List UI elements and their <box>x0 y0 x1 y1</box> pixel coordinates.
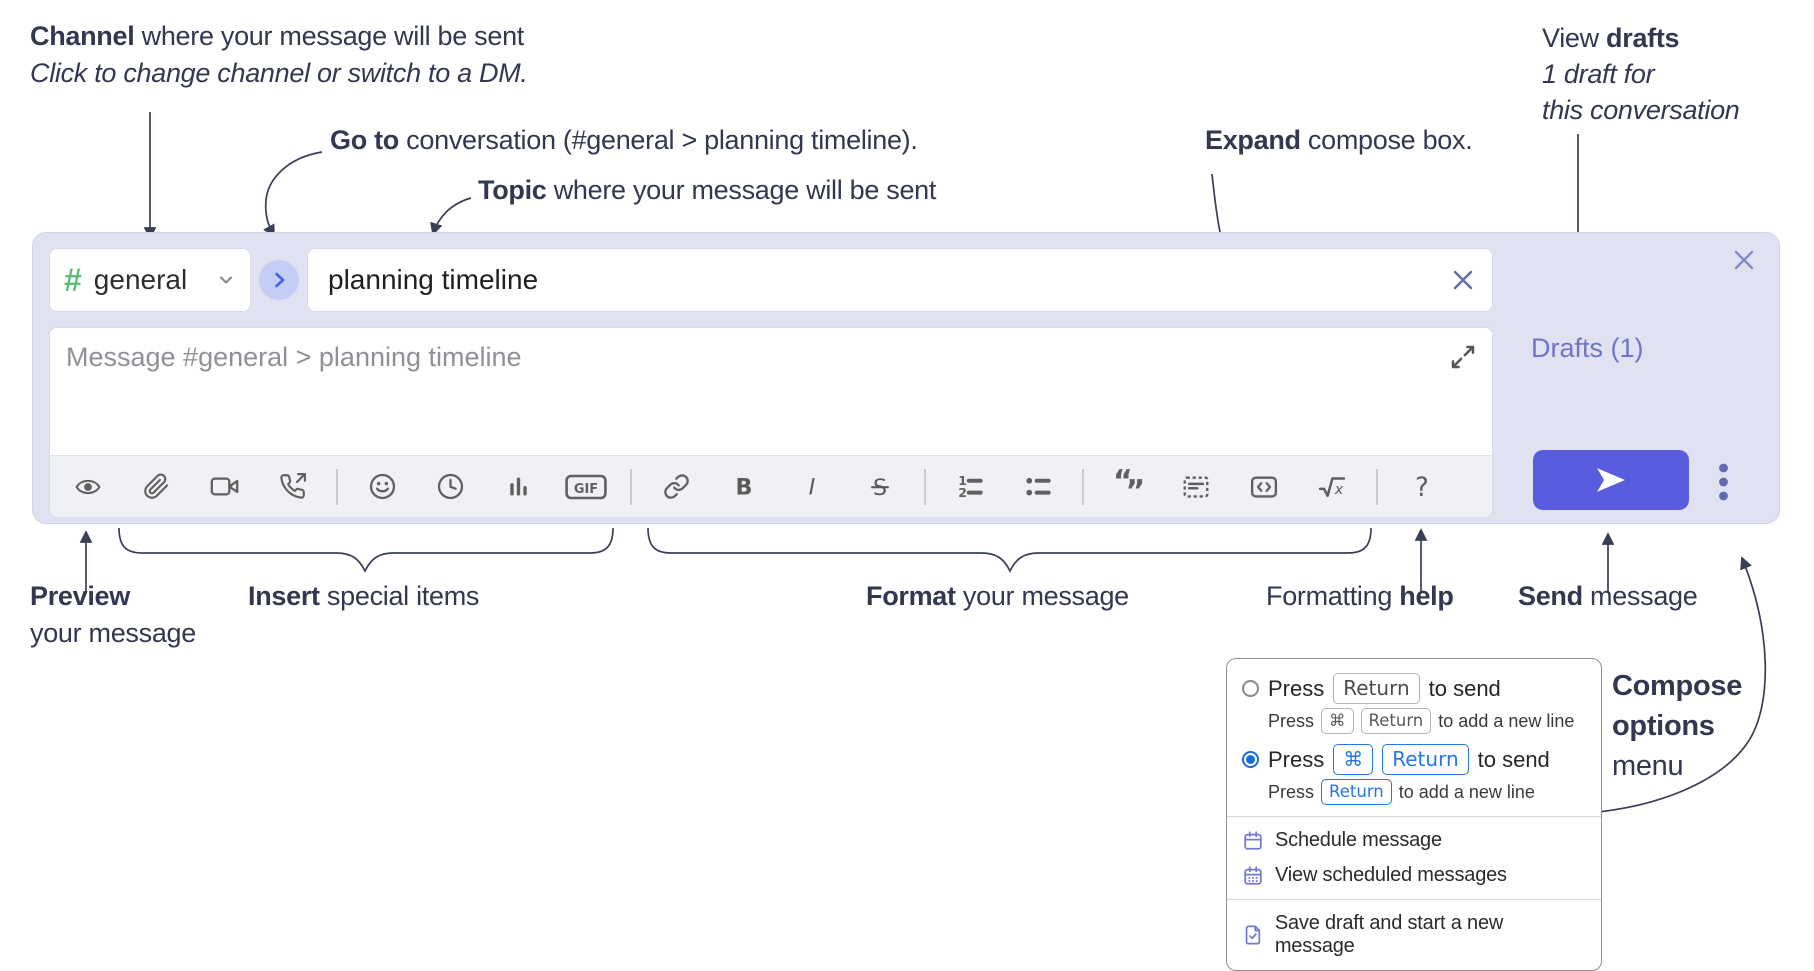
toolbar-divider <box>1082 468 1084 505</box>
svg-text:2: 2 <box>958 485 967 500</box>
send-plane-icon <box>1597 468 1625 492</box>
enter-sends-option-hint: Press ⌘ Return to add a new line <box>1227 706 1601 739</box>
vertical-ellipsis-icon <box>1718 463 1728 501</box>
return-key: Return <box>1321 779 1392 805</box>
poll-icon[interactable] <box>494 465 542 509</box>
math-icon[interactable]: x <box>1308 465 1356 509</box>
send-annotation: Send message <box>1518 581 1698 611</box>
toolbar-divider <box>924 468 926 505</box>
bulleted-list-icon[interactable] <box>1014 465 1062 509</box>
cmd-enter-sends-option-hint: Press Return to add a new line <box>1227 777 1601 810</box>
drafts-link[interactable]: Drafts (1) <box>1531 333 1644 363</box>
channel-name: general <box>93 264 188 295</box>
schedule-message-item[interactable]: Schedule message <box>1227 823 1601 858</box>
message-compose-area: GIF B I S 12 “” <box>49 327 1493 518</box>
popup-divider <box>1227 899 1601 900</box>
attach-file-icon[interactable] <box>132 465 180 509</box>
channel-hash-icon: # <box>64 262 82 298</box>
insert-annotation: Insert special items <box>248 581 480 611</box>
toolbar-divider <box>630 468 632 505</box>
compose-box: # general <box>32 232 1780 524</box>
channel-selector-button[interactable]: # general <box>49 248 251 312</box>
calendar-dots-icon <box>1244 865 1262 885</box>
return-key: Return <box>1333 673 1420 704</box>
view-scheduled-messages-item[interactable]: View scheduled messages <box>1227 858 1601 893</box>
chevron-down-icon <box>219 276 233 284</box>
link-icon[interactable] <box>652 465 700 509</box>
svg-text:x: x <box>1334 481 1344 497</box>
clear-topic-icon[interactable] <box>1449 266 1477 294</box>
svg-text:1: 1 <box>958 473 967 488</box>
preview-annotation: Preview your message <box>30 581 196 648</box>
svg-text:”: ” <box>1126 473 1146 508</box>
formatting-help-annotation: Formatting help <box>1266 581 1454 611</box>
svg-text:GIF: GIF <box>574 481 598 496</box>
emoji-icon[interactable] <box>358 465 406 509</box>
cmd-key: ⌘ <box>1321 708 1354 734</box>
drafts-annotation: View drafts 1 draft for this conversatio… <box>1542 23 1740 125</box>
toolbar-divider <box>336 468 338 505</box>
quote-icon[interactable]: “” <box>1104 463 1152 509</box>
topic-field <box>307 248 1493 312</box>
toolbar-divider <box>1376 468 1378 505</box>
gif-icon[interactable]: GIF <box>562 465 610 509</box>
send-button[interactable] <box>1533 450 1689 510</box>
bold-icon[interactable]: B <box>720 465 768 509</box>
code-icon[interactable] <box>1240 465 1288 509</box>
calendar-icon <box>1244 830 1262 850</box>
compose-options-popup: Press Return to send Press ⌘ Return to a… <box>1226 658 1602 971</box>
svg-text:?: ? <box>1415 472 1429 502</box>
compose-options-menu-button[interactable] <box>1713 460 1733 504</box>
topic-input[interactable] <box>307 248 1493 312</box>
preview-icon[interactable] <box>64 465 112 509</box>
strikethrough-icon[interactable]: S <box>856 465 904 509</box>
compose-options-annotation: Compose options menu <box>1612 670 1743 782</box>
topic-annotation: Topic where your message will be sent <box>478 175 937 205</box>
enter-sends-option[interactable]: Press Return to send <box>1227 668 1601 706</box>
popup-divider <box>1227 816 1601 817</box>
channel-annotation: Channel where your message will be sent … <box>30 21 528 88</box>
expand-compose-icon[interactable] <box>1448 342 1478 372</box>
return-key: Return <box>1360 708 1432 734</box>
compose-box-help-diagram: { "annotations": { "channel_note": {"bol… <box>30 21 1780 971</box>
chevron-right-icon <box>275 272 285 288</box>
save-draft-item[interactable]: Save draft and start a new message <box>1227 906 1601 964</box>
radio-selected[interactable] <box>1242 751 1259 768</box>
message-input[interactable] <box>50 328 1492 456</box>
italic-icon[interactable]: I <box>788 465 836 509</box>
compose-toolbar: GIF B I S 12 “” <box>50 455 1492 517</box>
format-annotation: Format your message <box>866 581 1129 611</box>
close-compose-icon[interactable] <box>1729 245 1759 275</box>
message-formatting-help-icon[interactable]: ? <box>1398 465 1446 509</box>
schedule-icon[interactable] <box>426 465 474 509</box>
radio-unselected[interactable] <box>1242 680 1259 697</box>
return-key: Return <box>1382 744 1469 775</box>
video-call-icon[interactable] <box>200 465 248 509</box>
cmd-enter-sends-option[interactable]: Press ⌘ Return to send <box>1227 739 1601 777</box>
cmd-key: ⌘ <box>1333 744 1374 775</box>
audio-call-icon[interactable] <box>268 465 316 509</box>
svg-text:B: B <box>736 474 753 500</box>
draft-check-icon <box>1245 925 1261 945</box>
goto-annotation: Go to conversation (#general > planning … <box>330 125 918 155</box>
go-to-conversation-button[interactable] <box>259 260 299 300</box>
spoiler-icon[interactable] <box>1172 465 1220 509</box>
svg-text:I: I <box>809 474 816 500</box>
expand-annotation: Expand compose box. <box>1205 125 1473 155</box>
svg-text:“: “ <box>1113 463 1133 498</box>
